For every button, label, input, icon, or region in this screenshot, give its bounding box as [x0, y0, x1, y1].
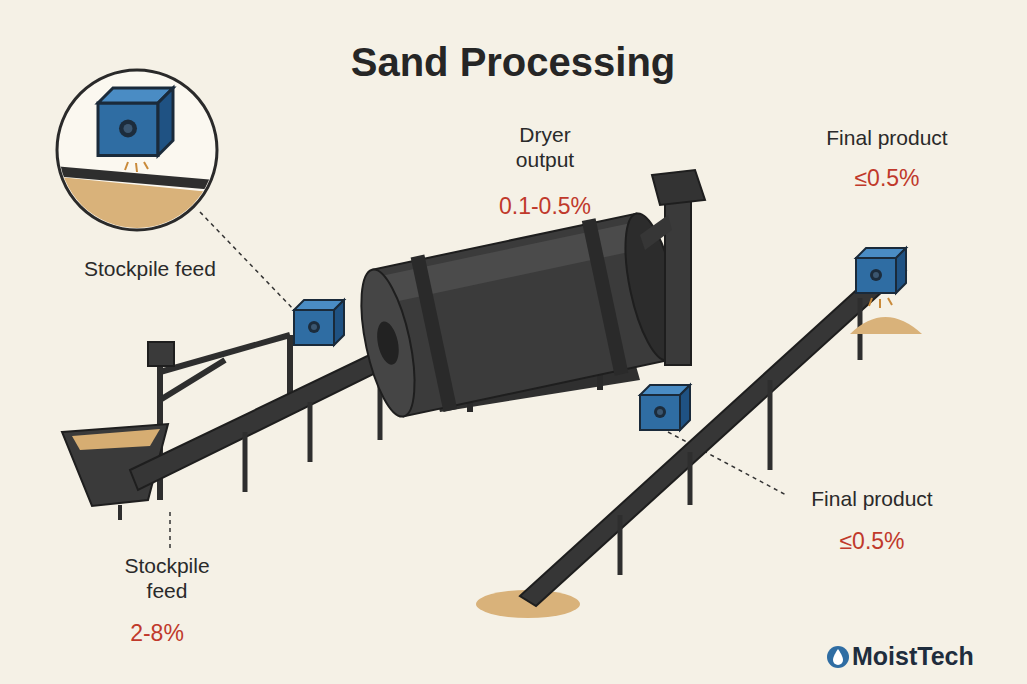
inset-detail: [40, 70, 240, 240]
frame-head: [148, 342, 174, 366]
moisture-value: 2-8%: [102, 620, 212, 648]
hopper-sand: [72, 429, 160, 450]
moisture-sensor: [856, 248, 906, 293]
logo-drop: [827, 646, 849, 668]
stage-label: Final product: [792, 486, 952, 511]
inset-sensor: [98, 88, 173, 156]
stage-label: Stockpile feed: [112, 553, 222, 603]
sensor-beam: [869, 298, 892, 308]
logo-drop-inner: [833, 649, 843, 665]
rotary-dryer: [350, 205, 690, 425]
discharge-chute: [640, 215, 672, 250]
moisture-value: ≤0.5%: [827, 165, 947, 193]
inset-sand: [40, 175, 240, 240]
sand-pile: [850, 317, 922, 334]
moisture-sensor: [640, 385, 690, 430]
inset-conveyor-rim: [40, 165, 240, 192]
conveyor-legs: [620, 298, 860, 575]
stage-label: Dryer output: [490, 122, 600, 172]
leader-line: [169, 512, 171, 548]
elevator-head: [652, 170, 705, 205]
moisture-sensor: [294, 300, 344, 345]
stage-label: Stockpile feed: [60, 256, 240, 281]
moisture-value: 0.1-0.5%: [470, 193, 620, 221]
conveyor-legs: [245, 368, 380, 492]
diagram-title: Sand Processing: [253, 38, 773, 86]
feed-conveyor: [130, 338, 410, 490]
sensor-beam: [125, 162, 148, 172]
brand-logo: MoistTech: [852, 641, 1020, 671]
stage-label: Final product: [807, 125, 967, 150]
hopper-leg: [118, 505, 122, 520]
moisture-value: ≤0.5%: [812, 528, 932, 556]
